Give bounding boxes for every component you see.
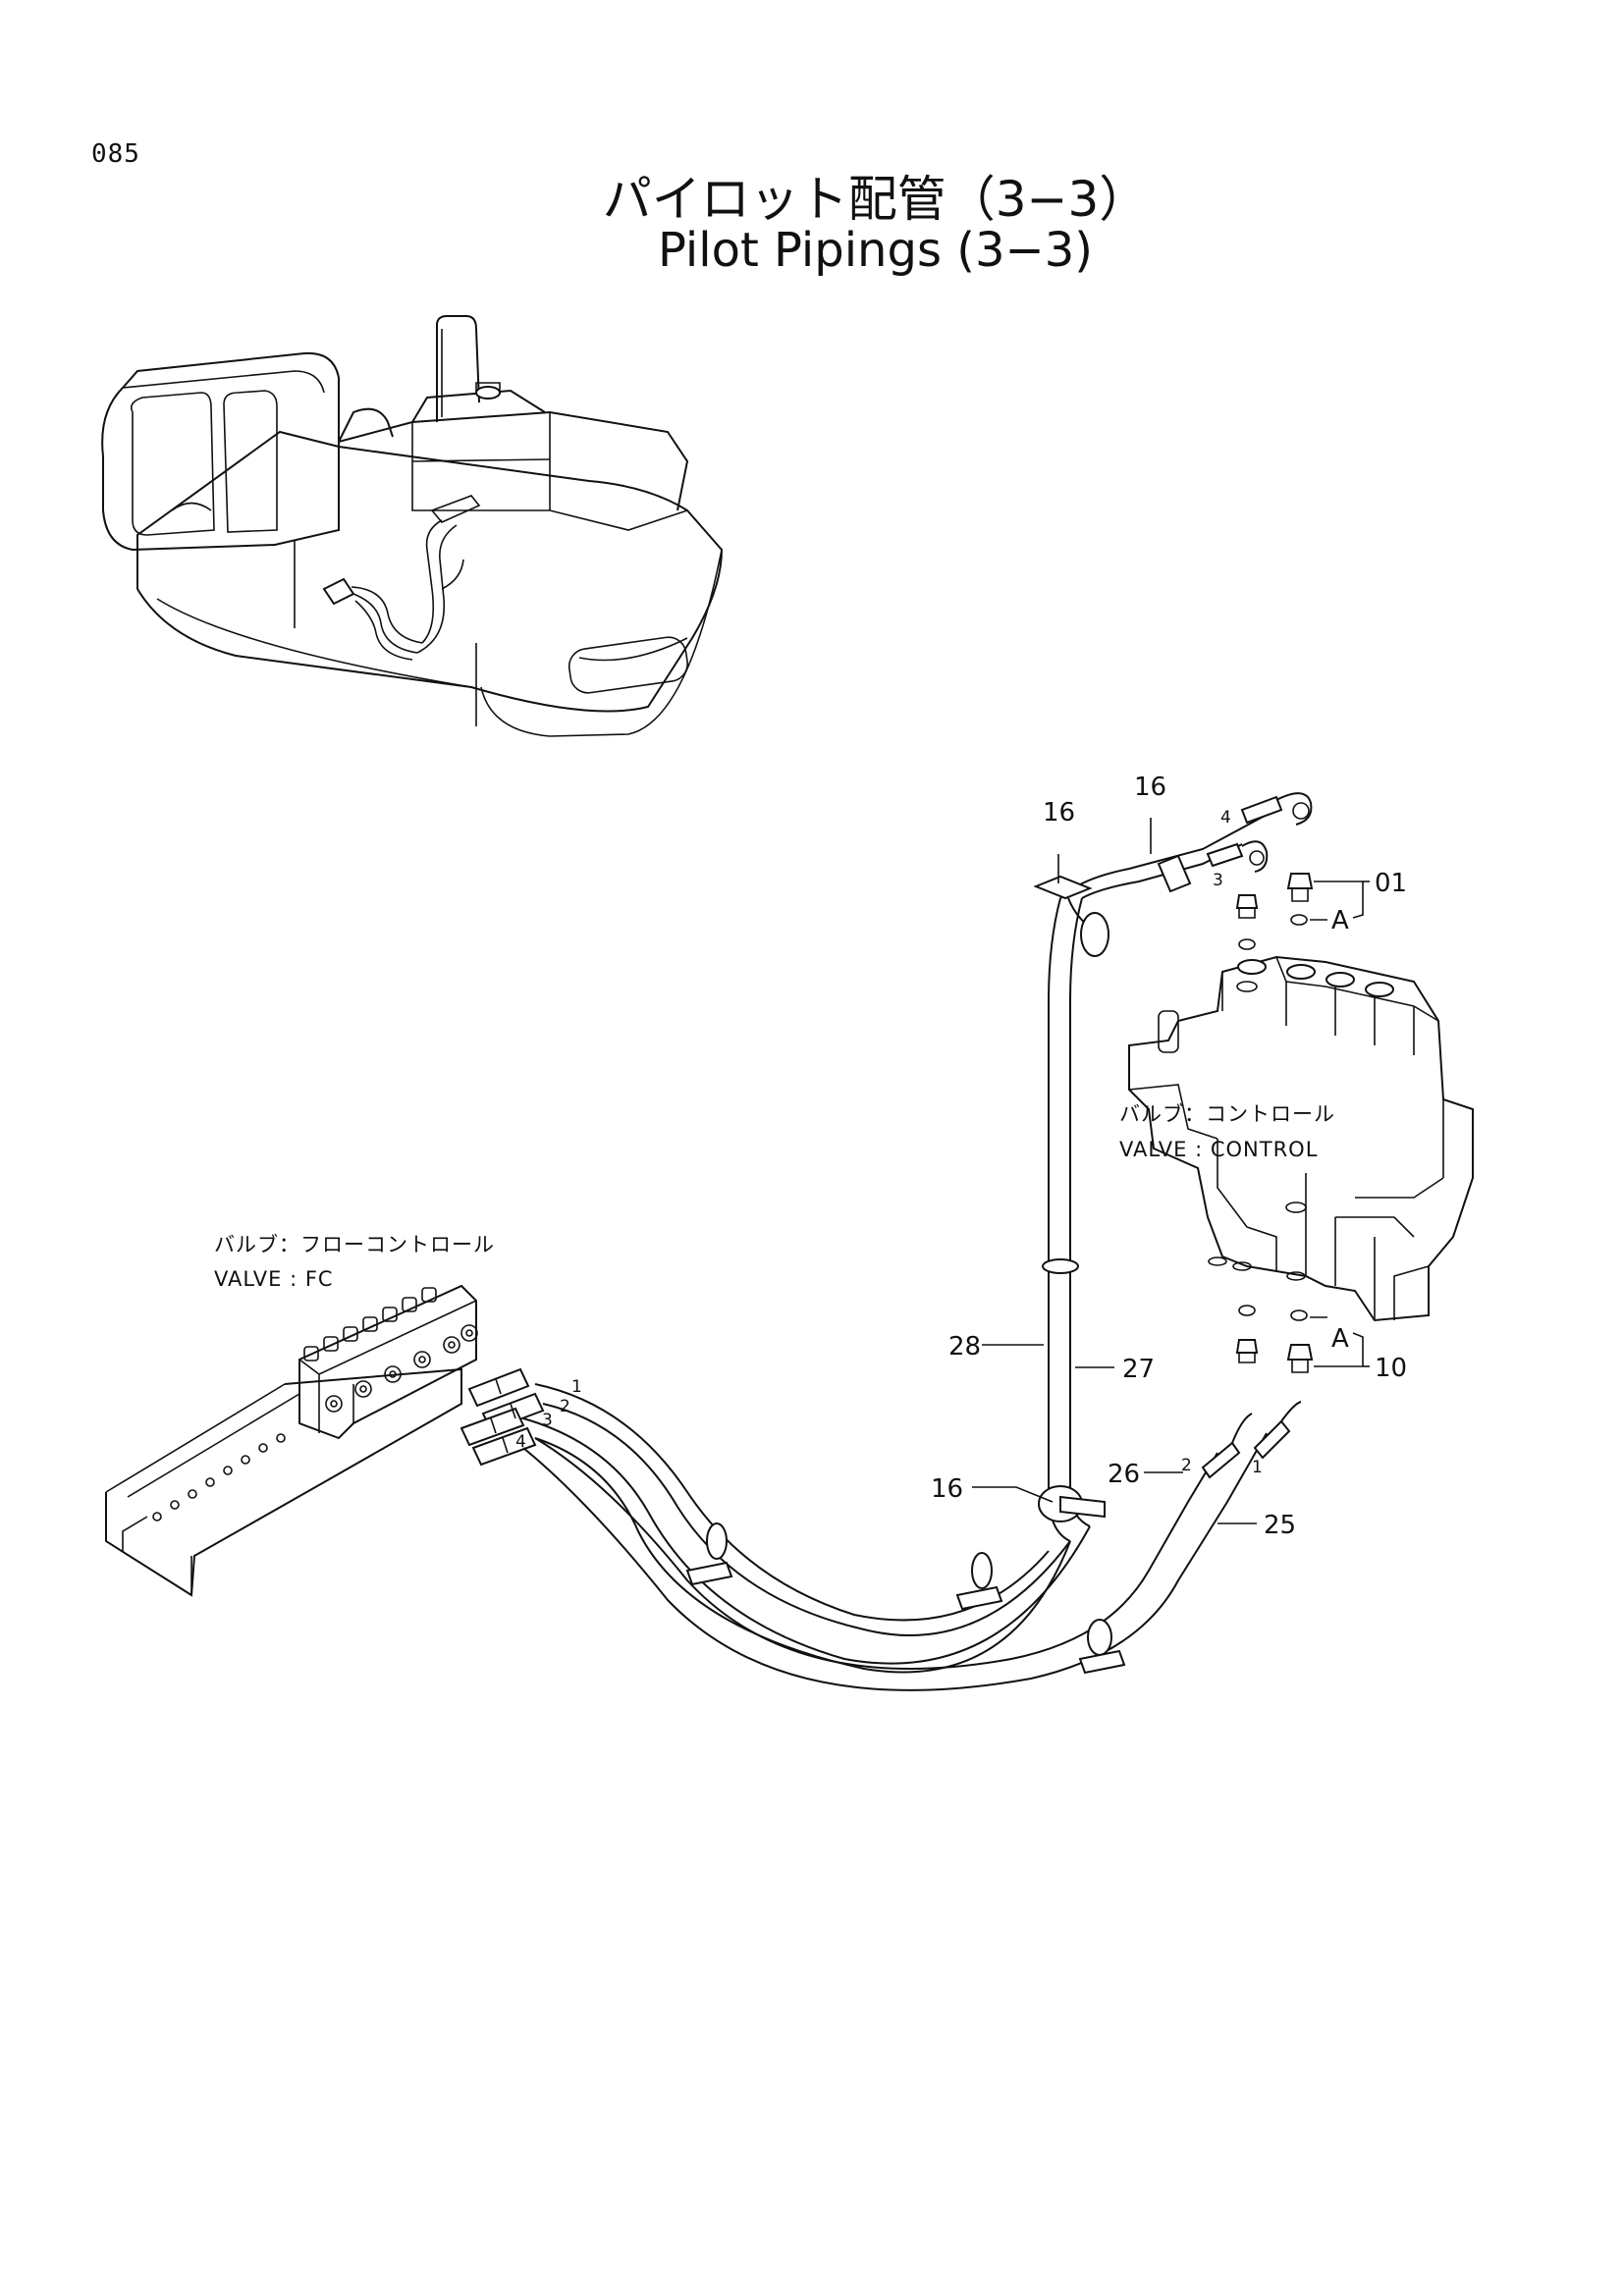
hose-number-fc-2: 2	[560, 1397, 570, 1416]
fc-valve-label-en: VALVE : FC	[214, 1267, 334, 1291]
callout-leader-lines	[972, 818, 1370, 1524]
callout-25: 25	[1264, 1511, 1296, 1540]
fc-valve-illustration	[105, 1284, 545, 1597]
callout-26: 26	[1108, 1460, 1140, 1489]
fc-valve-label-ja: バルブ：フローコントロール	[214, 1233, 495, 1256]
hose-number-top-3: 3	[1213, 871, 1223, 890]
hose-number-fc-3: 3	[542, 1411, 553, 1430]
callout-a-top: A	[1331, 906, 1349, 935]
callout-10: 10	[1375, 1354, 1407, 1383]
control-valve-label-ja: バルブ：コントロール	[1119, 1102, 1335, 1126]
pilot-hoses	[522, 792, 1313, 1691]
callout-27: 27	[1122, 1355, 1155, 1384]
hose-number-cv-2: 2	[1181, 1456, 1192, 1475]
hose-number-cv-1: 1	[1252, 1458, 1263, 1477]
hose-number-fc-4: 4	[515, 1432, 526, 1452]
hose-number-top-4: 4	[1220, 808, 1231, 828]
control-valve-illustration	[1128, 955, 1474, 1322]
callout-a-bottom: A	[1331, 1324, 1349, 1354]
excavator-overview-illustration	[101, 315, 724, 737]
callout-labels: 01 A 10 A 16 16 16 28 27 26 25 4 3 1 2 3…	[214, 773, 1407, 1540]
control-valve-label-en: VALVE : CONTROL	[1119, 1138, 1318, 1161]
fittings-and-o-rings	[1235, 873, 1314, 1373]
page-number: 085	[91, 139, 140, 169]
title-japanese: パイロット配管（3−3）	[602, 171, 1149, 228]
callout-01: 01	[1375, 869, 1407, 898]
title-english: Pilot Pipings (3−3)	[658, 223, 1093, 278]
hose-number-fc-1: 1	[571, 1377, 582, 1397]
callout-16-bottom: 16	[931, 1474, 963, 1504]
callout-16-top-left: 16	[1043, 798, 1075, 828]
callout-16-top-right: 16	[1134, 773, 1166, 802]
callout-28: 28	[948, 1332, 981, 1362]
